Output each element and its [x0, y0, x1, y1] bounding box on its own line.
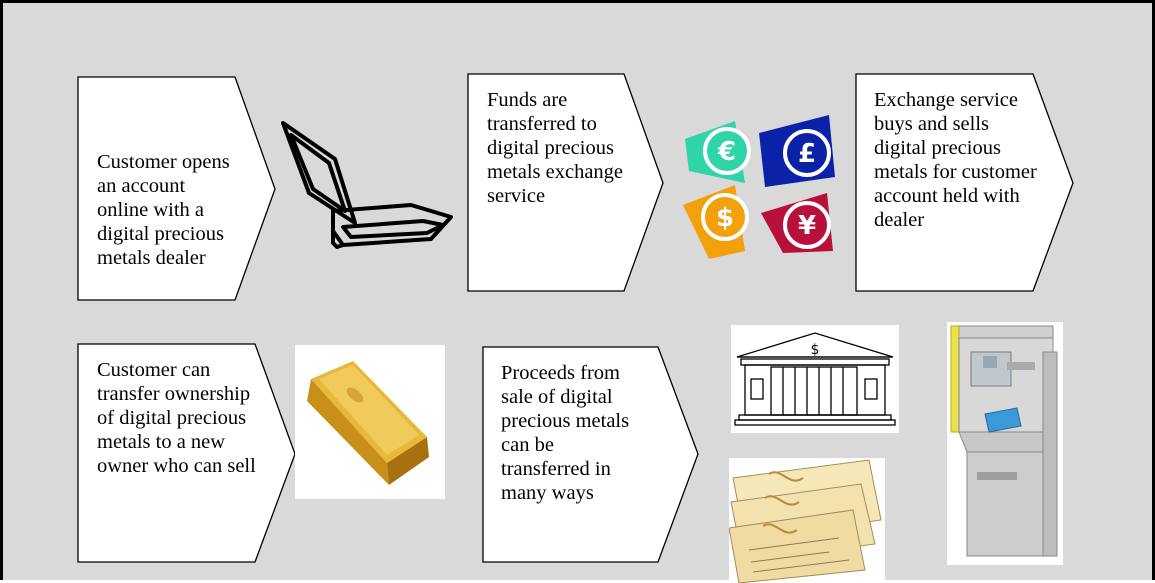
- laptop-icon: [273, 113, 463, 293]
- arrow-box-shape: [77, 76, 276, 301]
- currency-icons: € £ $ ¥: [679, 113, 847, 265]
- svg-text:$: $: [716, 203, 734, 233]
- step-box-transfer-ownership: Customer can transfer ownership of digit…: [77, 343, 297, 565]
- svg-text:¥: ¥: [798, 211, 816, 241]
- svg-text:$: $: [811, 342, 820, 358]
- svg-text:£: £: [798, 139, 816, 169]
- step-text: Funds are transferred to digital preciou…: [487, 89, 624, 207]
- pound-icon: [759, 115, 835, 187]
- step-text: Customer opens an account online with a …: [97, 151, 230, 269]
- step-box-open-account: Customer opens an account online with a …: [77, 76, 277, 304]
- step-box-exchange-service: Exchange service buys and sells digital …: [855, 73, 1075, 295]
- step-text: Proceeds from sale of digital precious m…: [501, 362, 630, 504]
- step-box-proceeds: Proceeds from sale of digital precious m…: [482, 346, 700, 566]
- arrow-box-shape: [855, 73, 1074, 292]
- step-box-funds-transferred: Funds are transferred to digital preciou…: [467, 73, 665, 295]
- bank-icon: $: [731, 325, 899, 433]
- euro-icon: [685, 121, 751, 183]
- svg-text:€: €: [717, 137, 736, 167]
- dollar-icon: [683, 185, 749, 259]
- arrow-box-shape: [77, 343, 296, 563]
- gold-bar-icon: [295, 345, 445, 499]
- arrow-box-shape: [482, 346, 699, 563]
- cheques-icon: [729, 458, 885, 583]
- step-text: Exchange service buys and sells digital …: [874, 89, 1037, 231]
- arrow-box-shape: [467, 73, 664, 292]
- yen-icon: [761, 193, 833, 253]
- atm-icon: [947, 322, 1063, 565]
- step-text: Customer can transfer ownership of digit…: [97, 359, 256, 477]
